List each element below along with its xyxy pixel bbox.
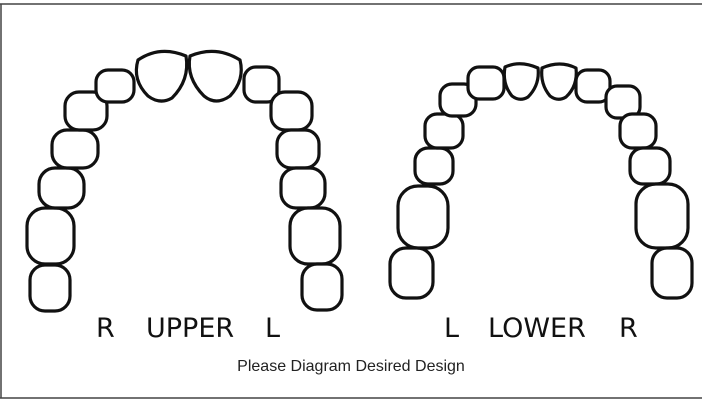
upper-tooth-12[interactable] <box>281 168 325 208</box>
upper-tooth-1[interactable] <box>30 265 70 311</box>
upper-tooth-11[interactable] <box>277 130 319 168</box>
upper-tooth-6[interactable] <box>96 70 134 102</box>
upper-tooth-14[interactable] <box>302 264 342 310</box>
lower-tooth-8[interactable] <box>542 64 577 99</box>
upper-tooth-3[interactable] <box>39 168 84 208</box>
upper-arch <box>27 51 342 311</box>
lower-tooth-4[interactable] <box>425 114 463 148</box>
lower-tooth-6[interactable] <box>468 67 504 99</box>
lower-tooth-13[interactable] <box>636 184 688 248</box>
lower-tooth-3[interactable] <box>415 148 453 184</box>
upper-tooth-10[interactable] <box>271 92 312 130</box>
lower-side-left-label: L <box>444 315 459 342</box>
lower-arch-title: LOWER <box>488 315 586 342</box>
lower-tooth-12[interactable] <box>630 148 670 184</box>
lower-tooth-7[interactable] <box>504 64 538 100</box>
lower-tooth-14[interactable] <box>652 248 692 298</box>
upper-arch-title: UPPER <box>146 315 234 342</box>
upper-tooth-4[interactable] <box>52 130 98 168</box>
upper-tooth-2[interactable] <box>27 208 74 264</box>
lower-tooth-2[interactable] <box>398 186 448 248</box>
instruction-caption: Please Diagram Desired Design <box>0 358 702 376</box>
upper-tooth-7[interactable] <box>136 51 186 101</box>
lower-side-right-label: R <box>619 315 638 342</box>
upper-side-left-label: R <box>96 315 115 342</box>
lower-tooth-11[interactable] <box>620 114 656 148</box>
lower-tooth-1[interactable] <box>390 248 433 298</box>
upper-tooth-13[interactable] <box>290 208 340 264</box>
lower-arch <box>390 64 692 298</box>
upper-side-right-label: L <box>265 315 280 342</box>
upper-tooth-8[interactable] <box>189 51 241 101</box>
